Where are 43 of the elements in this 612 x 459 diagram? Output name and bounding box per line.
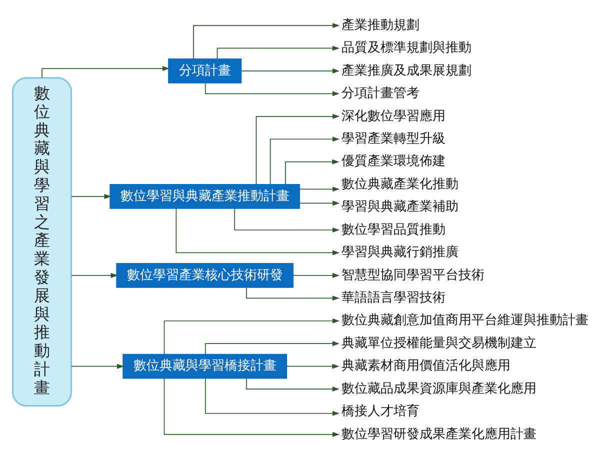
arrow [270,136,340,184]
arrow [240,68,340,73]
arrow [176,207,340,255]
arrow [299,186,340,192]
node-text: 分項計畫管考 [342,86,420,101]
node-box: 數位學習產業核心技術研發 [116,262,294,288]
arrow [164,378,340,436]
arrow [164,318,340,354]
node-box: 數位學習與典藏產業推動計畫 [110,184,300,208]
node-text: 智慧型協同學習平台技術 [342,267,485,282]
node-text: 學習與典藏行銷推廣 [342,244,459,260]
arrow [299,200,340,206]
arrow [71,193,112,198]
node-text: 深化數位學習應用 [342,108,446,124]
arrow [71,272,118,278]
arrow [256,113,340,184]
node-text: 數位學習研發成果產業化應用計畫 [342,426,537,442]
arrow [286,363,340,368]
node-text: 學習產業轉型升級 [342,130,446,146]
arrow [234,208,340,232]
node-text: 橋接人才培育 [342,404,420,419]
node-text: 品質及標準規劃與推動 [342,40,472,56]
arrow [285,158,340,184]
node-box: 分項計畫 [168,58,242,83]
node-text: 產業推動規劃 [342,17,420,32]
node-box: 數位典藏與學習橋接計畫 [122,353,288,378]
arrow [42,66,170,78]
arrow [204,378,340,416]
node-text: 華語語言學習技術 [342,290,446,306]
node-text: 數位藏品成果資源庫與產業化應用 [342,380,537,396]
node-text: 數位學習品質推動 [342,222,446,237]
node-text: 產業推廣及成果展規劃 [342,62,472,78]
node-text: 典藏單位授權能量與交易機制建立 [342,335,537,350]
arrow [193,22,340,59]
node-text: 數位典藏產業化推動 [342,176,459,192]
node-text: 數位典藏創意加值商用平台維運與推動計畫 [342,312,589,328]
node-text: 典藏素材商用價值活化與應用 [342,358,511,374]
arrow [216,45,340,58]
node-text: 學習與典藏產業補助 [342,199,459,214]
node-box: 數位典藏與學習之產業發展與推動計畫 [12,76,72,406]
arrow [71,363,124,368]
arrow [292,272,340,278]
node-text: 優質產業環境佈建 [342,154,446,169]
